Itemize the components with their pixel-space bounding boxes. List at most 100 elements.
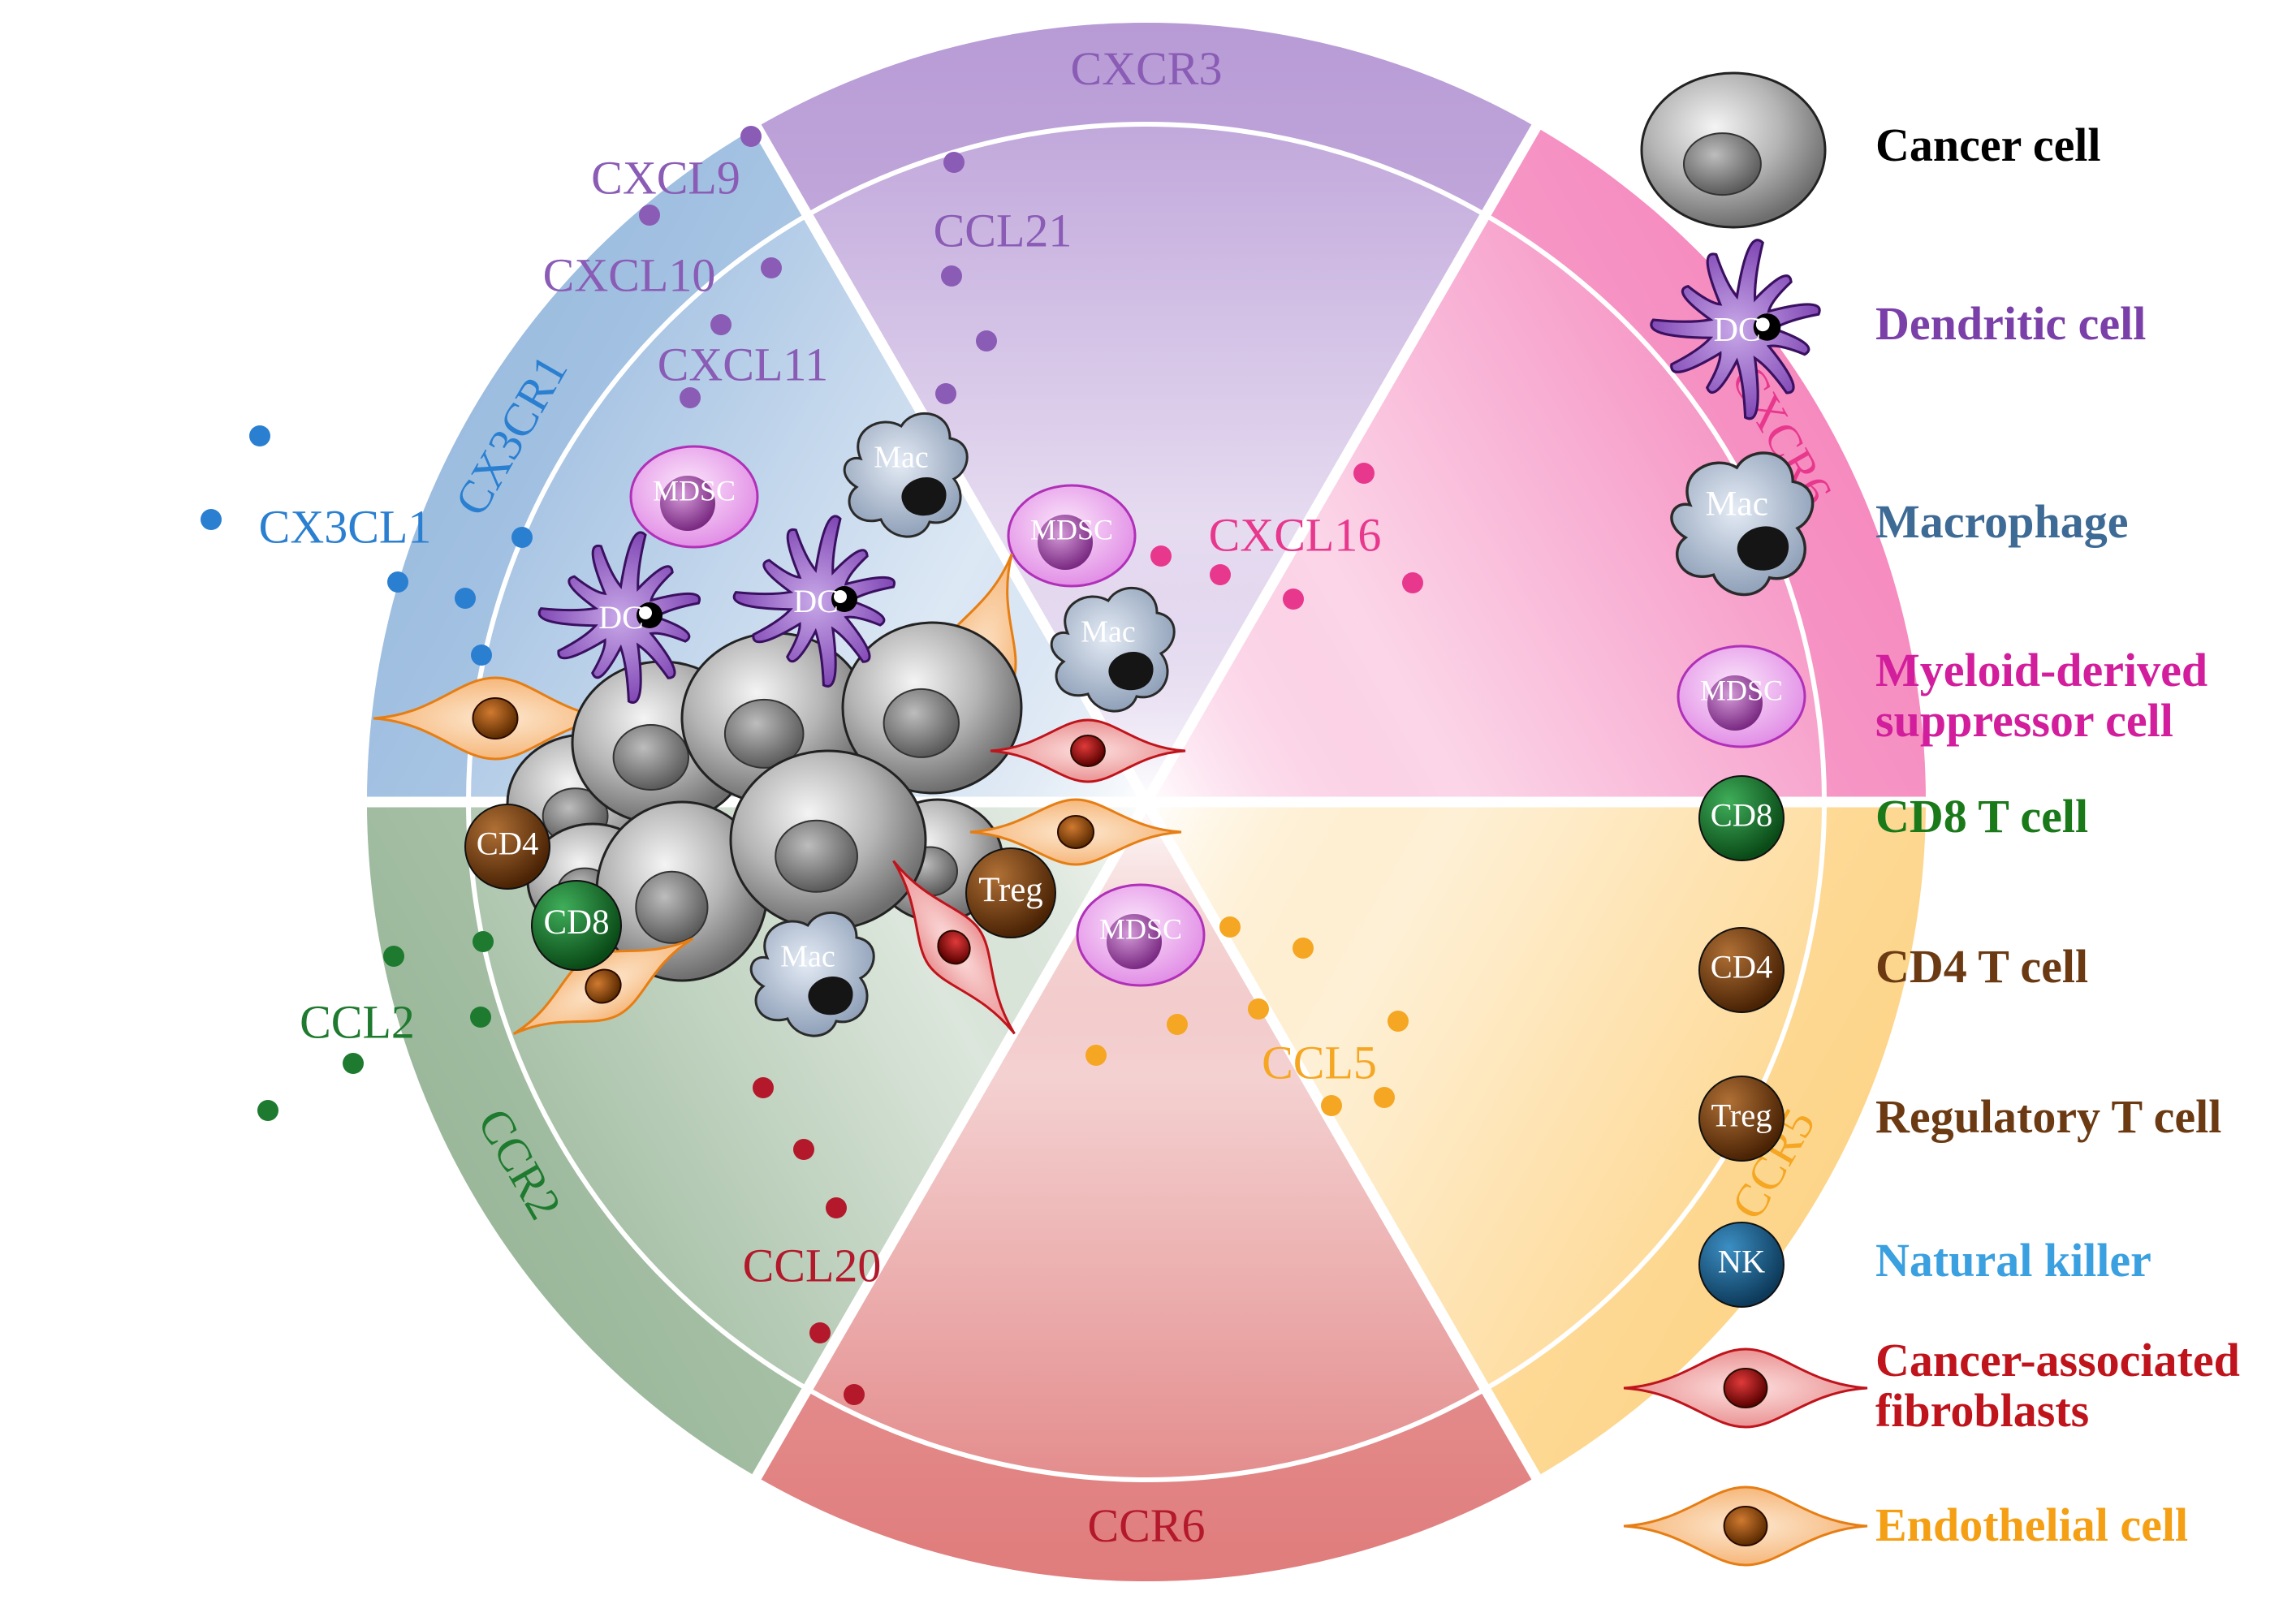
ligand-label-ccl5: CCL5: [1262, 1036, 1377, 1089]
legend-label-nk: Natural killer: [1875, 1234, 2151, 1287]
dendritic-cell-label: DC: [793, 583, 839, 619]
endothelial-cell: [1623, 1485, 1868, 1567]
receptor-label-ccr6: CCR6: [1087, 1499, 1205, 1552]
chemokine-dot: [761, 257, 782, 278]
sector-cxcr3: [757, 23, 1536, 803]
ligand-label-cxcl9: CXCL9: [591, 151, 740, 204]
regulatory-t-cell-label: Treg: [1711, 1097, 1772, 1133]
legend-label-dendritic: Dendritic cell: [1875, 297, 2147, 350]
legend-label-mdsc: Myeloid-derived suppressor cell: [1875, 644, 2208, 747]
macrophage-cell-label: Mac: [1705, 484, 1768, 523]
chemokine-dot: [1219, 916, 1241, 938]
chemokine-dot: [473, 931, 494, 952]
natural-killer-cell-label: NK: [1718, 1243, 1766, 1279]
ligand-label-ccl21: CCL21: [934, 204, 1072, 257]
cancer-cell: [595, 800, 769, 982]
dendritic-cell: DC: [732, 515, 896, 688]
ligand-label-ccl2: CCL2: [300, 995, 415, 1048]
chemokine-dot: [343, 1053, 364, 1074]
regulatory-t-cell-label: Treg: [978, 871, 1042, 909]
chemokine-dot: [1210, 564, 1231, 585]
cd8-t-cell-label: CD8: [543, 903, 609, 942]
chemokine-dot: [383, 946, 404, 967]
chemokine-dot: [1374, 1087, 1395, 1108]
mdsc-cell: MDSC: [629, 445, 759, 549]
cd4-t-cell: CD4: [1698, 927, 1785, 1013]
legend-label-caf: Cancer-associated fibroblasts: [1875, 1334, 2240, 1437]
macrophage-cell: Mac: [843, 412, 969, 538]
chemokine-dot: [201, 509, 222, 530]
chemokine-dot: [1085, 1045, 1107, 1066]
chemokine-dot: [935, 383, 956, 404]
chemokine-dot: [511, 527, 533, 548]
macrophage-cell-label: Mac: [780, 940, 835, 974]
mdsc-cell: MDSC: [1076, 883, 1206, 987]
sector-divider: [1142, 121, 1543, 805]
endothelial-cell: [969, 798, 1182, 866]
macrophage-cell-label: Mac: [1081, 615, 1136, 649]
chemokine-dot: [1321, 1095, 1342, 1116]
chemokine-dot: [943, 152, 965, 173]
legend-label-treg: Regulatory T cell: [1875, 1090, 2222, 1143]
macrophage-cell: Mac: [749, 912, 875, 1037]
legend-label-endo: Endothelial cell: [1875, 1498, 2189, 1551]
chemokine-dot: [1150, 545, 1172, 567]
chemokine-dot: [941, 265, 962, 287]
natural-killer-cell: NK: [1698, 1222, 1785, 1308]
legend-label-macrophage: Macrophage: [1875, 495, 2129, 548]
macrophage-cell-label: Mac: [874, 441, 929, 475]
cancer-cell: [841, 621, 1023, 795]
ligand-label-cxcl10: CXCL10: [543, 248, 716, 301]
receptor-label-cxcr3: CXCR3: [1071, 42, 1223, 95]
macrophage-cell: Mac: [1670, 451, 1815, 597]
dendritic-cell: DC: [1650, 239, 1821, 420]
sector-divider: [1142, 799, 1543, 1483]
cancer-cell: [729, 749, 927, 931]
chemokine-dot: [1402, 572, 1423, 593]
chemokine-dot: [387, 571, 408, 593]
cd8-t-cell: CD8: [1698, 775, 1785, 861]
chemokine-dot: [1167, 1014, 1188, 1035]
chemokine-dots-cx3cr1: [201, 425, 533, 666]
legend-label-cancer: Cancer cell: [1875, 119, 2101, 171]
cd8-t-cell-label: CD8: [1711, 796, 1773, 833]
mdsc-cell: MDSC: [1677, 645, 1806, 748]
cd4-t-cell-label: CD4: [477, 825, 539, 861]
chemokine-dots-cxcr3: [639, 126, 997, 408]
chemokine-dot: [1293, 938, 1314, 959]
chemokine-dots-ccr6: [753, 1077, 865, 1405]
chemokine-dot: [1388, 1011, 1409, 1032]
chemokine-dot: [1248, 998, 1269, 1020]
sector-ccr6: [757, 802, 1536, 1581]
cancer-cell: [1640, 71, 1827, 229]
cancer-associated-fibroblast: [1623, 1347, 1868, 1429]
regulatory-t-cell: Treg: [965, 847, 1056, 938]
chemokine-dot: [844, 1384, 865, 1405]
chemokine-dot: [826, 1197, 847, 1218]
chemokine-dot: [793, 1139, 814, 1160]
endothelial-cell: [373, 676, 618, 761]
chemokine-dot: [710, 314, 732, 335]
chemokine-dot: [639, 205, 660, 226]
legend-label-cd4: CD4 T cell: [1875, 940, 2089, 993]
ligand-label-cx3cl1: CX3CL1: [259, 500, 432, 553]
chemokine-dot: [471, 645, 492, 666]
dendritic-cell-label: DC: [1714, 312, 1761, 349]
chemokine-dot: [249, 425, 270, 446]
ligand-label-cxcl11: CXCL11: [658, 338, 829, 390]
mdsc-cell-label: MDSC: [1030, 513, 1113, 545]
chemokine-dots-ccr2: [257, 931, 494, 1121]
chemokine-dot: [455, 588, 476, 609]
cd4-t-cell: CD4: [464, 804, 550, 890]
endothelial-cell: [512, 937, 694, 1036]
chemokine-dot: [753, 1077, 774, 1098]
cd4-t-cell-label: CD4: [1711, 948, 1773, 985]
chemokine-dots-ccr5: [1085, 916, 1409, 1116]
ligand-label-ccl20: CCL20: [743, 1239, 882, 1291]
legend-label-cd8: CD8 T cell: [1875, 790, 2089, 843]
cancer-associated-fibroblast: [892, 860, 1016, 1035]
chemokine-dot: [470, 1007, 491, 1028]
